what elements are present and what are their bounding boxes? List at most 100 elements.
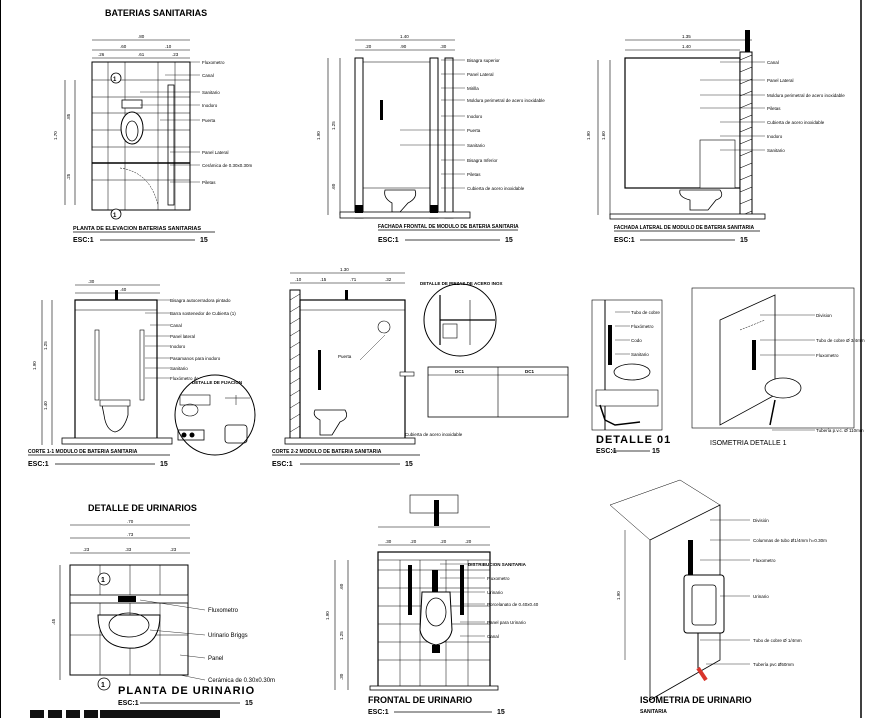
subtitle-isometria-urinario: SANITARIA [640, 709, 667, 715]
scale-fachada-lateral: ESC:1 [614, 237, 635, 244]
dim-30-frontal: .30 [440, 44, 447, 49]
svg-text:1: 1 [113, 77, 117, 83]
label-ceramica: Cerámica de 0.30x0.30m [202, 163, 253, 168]
dim-30-fu: .30 [385, 539, 392, 544]
dim-23: .23 [172, 52, 179, 57]
label-inodoro-l: Inodoro [767, 134, 783, 139]
label-barra-c1: Barra sostenedor de Cubierta (1) [170, 311, 236, 316]
title-isometria-detalle: ISOMETRIA DETALLE 1 [710, 440, 787, 447]
title-fachada-lateral: FACHADA LATERAL DE MODULO DE BATERIA SAN… [614, 225, 754, 231]
label-puerta: Puerta [202, 118, 216, 123]
table-header-2: DC1 [525, 369, 534, 374]
dim-33-pu: .33 [125, 547, 132, 552]
label-piletas: Piletas [202, 180, 216, 185]
label-canal-c1: Canal [170, 323, 182, 328]
label-pvc-iu: Tubería pvc Ø50mm [753, 662, 794, 667]
label-tubo-d1: Tubo de cobre [631, 310, 660, 315]
label-sanitario-f: Sanitario [467, 143, 485, 148]
dim-20c-fu: .20 [465, 539, 472, 544]
fachada-frontal: 1.40 .20 .90 .30 1.90 1.25 .60 Bisagra s… [316, 34, 545, 244]
svg-text:1: 1 [101, 682, 105, 689]
dim-30b-fu: .30 [339, 673, 344, 680]
dim-90-frontal: .90 [400, 44, 407, 49]
dim-135-lat: 1.35 [682, 34, 691, 39]
title-planta-urinario: PLANTA DE URINARIO [118, 685, 255, 697]
corte-11: .30 .40 1.90 1.25 1.40 Bisagra autocerra… [28, 279, 256, 468]
label-flux-iso1: Fluxometro [816, 353, 839, 358]
label-bisagra-sup: Bisagra superior [467, 58, 500, 63]
label-flux-d1: Fluxómetro [631, 324, 654, 329]
label-moldura: Moldura perimetral de acero inoxidable [467, 98, 545, 103]
scale-val-fachada-frontal: 15 [505, 237, 513, 244]
title-planta-bateria: PLANTA DE ELEVACION BATERIAS SANITARIAS [73, 226, 201, 232]
dim-61: .61 [138, 52, 145, 57]
label-piletas-l: Piletas [767, 106, 781, 111]
label-panel-fu: Panel para Urinario [487, 620, 526, 625]
label-panel-pu: Panel [208, 656, 223, 662]
label-codo-d1: Codo [631, 338, 642, 343]
dim-70-pu: .70 [127, 519, 134, 524]
scale-val-planta-urinario: 15 [245, 700, 253, 707]
svg-text:1: 1 [101, 577, 105, 584]
dim-140-lat: 1.40 [682, 44, 691, 49]
dim-60-fu: .60 [339, 583, 344, 590]
label-mirilla: Mirilla [467, 86, 479, 91]
dim-73-pu: .73 [127, 532, 134, 537]
dim-40-c1: .40 [120, 287, 127, 292]
fachada-lateral: 1.35 1.40 1.90 1.60 Canal Panel Lateral … [586, 30, 845, 244]
dim-60: .60 [120, 44, 127, 49]
dim-130-c2: 1.30 [340, 267, 349, 272]
label-columnas-iu: Columnas de tubo Ø1/4mm h=0.30m [753, 538, 827, 543]
scale-val-fachada-lateral: 15 [740, 237, 748, 244]
label-cubierta-f: Cubierta de acero inoxidable [467, 186, 525, 191]
title-detalle-01: DETALLE 01 [596, 434, 671, 446]
scale-val-planta-bateria: 15 [200, 237, 208, 244]
dim-23a-pu: .23 [83, 547, 90, 552]
label-distribucion-fu: DISTRIBUCION SANITARIA [468, 562, 527, 567]
label-urinario-fu: Urinario [487, 590, 503, 595]
label-puerta-f: Puerta [467, 128, 481, 133]
dim-20a-fu: .20 [410, 539, 417, 544]
dim-45-pu: .45 [51, 618, 56, 625]
frontal-urinario: .30 .20 .20 .20 1.90 .60 1.25 .30 DIST [325, 494, 539, 716]
dim-85: .85 [66, 113, 71, 120]
inset-label-c1: DETALLE DE FIJACION [192, 380, 242, 385]
scale-planta-urinario: ESC:1 [118, 700, 139, 707]
scale-val-corte-22: 15 [405, 461, 413, 468]
label-bisagra-c1: Bisagra autocerradora pintado [170, 298, 231, 303]
label-panel-lateral-f: Panel Lateral [467, 72, 494, 77]
dim-23b-pu: .23 [170, 547, 177, 552]
dim-190-lat: 1.90 [586, 131, 591, 140]
isometria-urinario: 1.90 División Columnas de tubo Ø1/4mm h=… [609, 479, 827, 715]
urinarios-title: DETALLE DE URINARIOS [88, 503, 197, 513]
dim-10: .10 [165, 44, 172, 49]
detail-table: DC1 DC1 [427, 366, 569, 418]
label-piletas-f: Piletas [467, 172, 481, 177]
title-frontal-urinario: FRONTAL DE URINARIO [368, 695, 472, 705]
detalle-01: Tubo de cobre Fluxómetro Codo Sanitario … [591, 299, 671, 455]
drain-pipe-accent [696, 666, 708, 682]
label-sanitario-l: Sanitario [767, 148, 785, 153]
label-tubo-iso1: Tubo de cobre Ø 3/4mm [816, 338, 865, 343]
dim-190-frontal: 1.90 [316, 131, 321, 140]
label-panel-lateral-l: Panel Lateral [767, 78, 794, 83]
label-canal-l: Canal [767, 60, 779, 65]
scale-planta-bateria: ESC:1 [73, 237, 94, 244]
title-fachada-frontal: FACHADA FRONTAL DE MODULO DE BATERIA SAN… [378, 224, 519, 230]
dim-32-c2: .32 [385, 277, 392, 282]
dim-20-frontal: .20 [365, 44, 372, 49]
label-sanitario-d1: Sanitario [631, 352, 649, 357]
label-inodoro-f: Inodoro [467, 114, 483, 119]
label-urinario-pu: Urinario Briggs [208, 633, 248, 639]
dim-60-frontal: .60 [331, 183, 336, 190]
label-inodoro-c1: Inodoro [170, 344, 186, 349]
dim-30-c1: .30 [88, 279, 95, 284]
planta-bateria: .80 .60 .10 .26 .61 .23 1.70 .85 .25 1 1 [53, 34, 253, 244]
label-canal: Canal [202, 73, 214, 78]
scale-corte-22: ESC:1 [272, 461, 293, 468]
label-canal-fu: Canal [487, 634, 499, 639]
table-header-1: DC1 [455, 369, 464, 374]
label-tubo-iu: Tubo de cobre Ø 1/4mm [753, 638, 802, 643]
dim-25: .25 [66, 173, 71, 180]
